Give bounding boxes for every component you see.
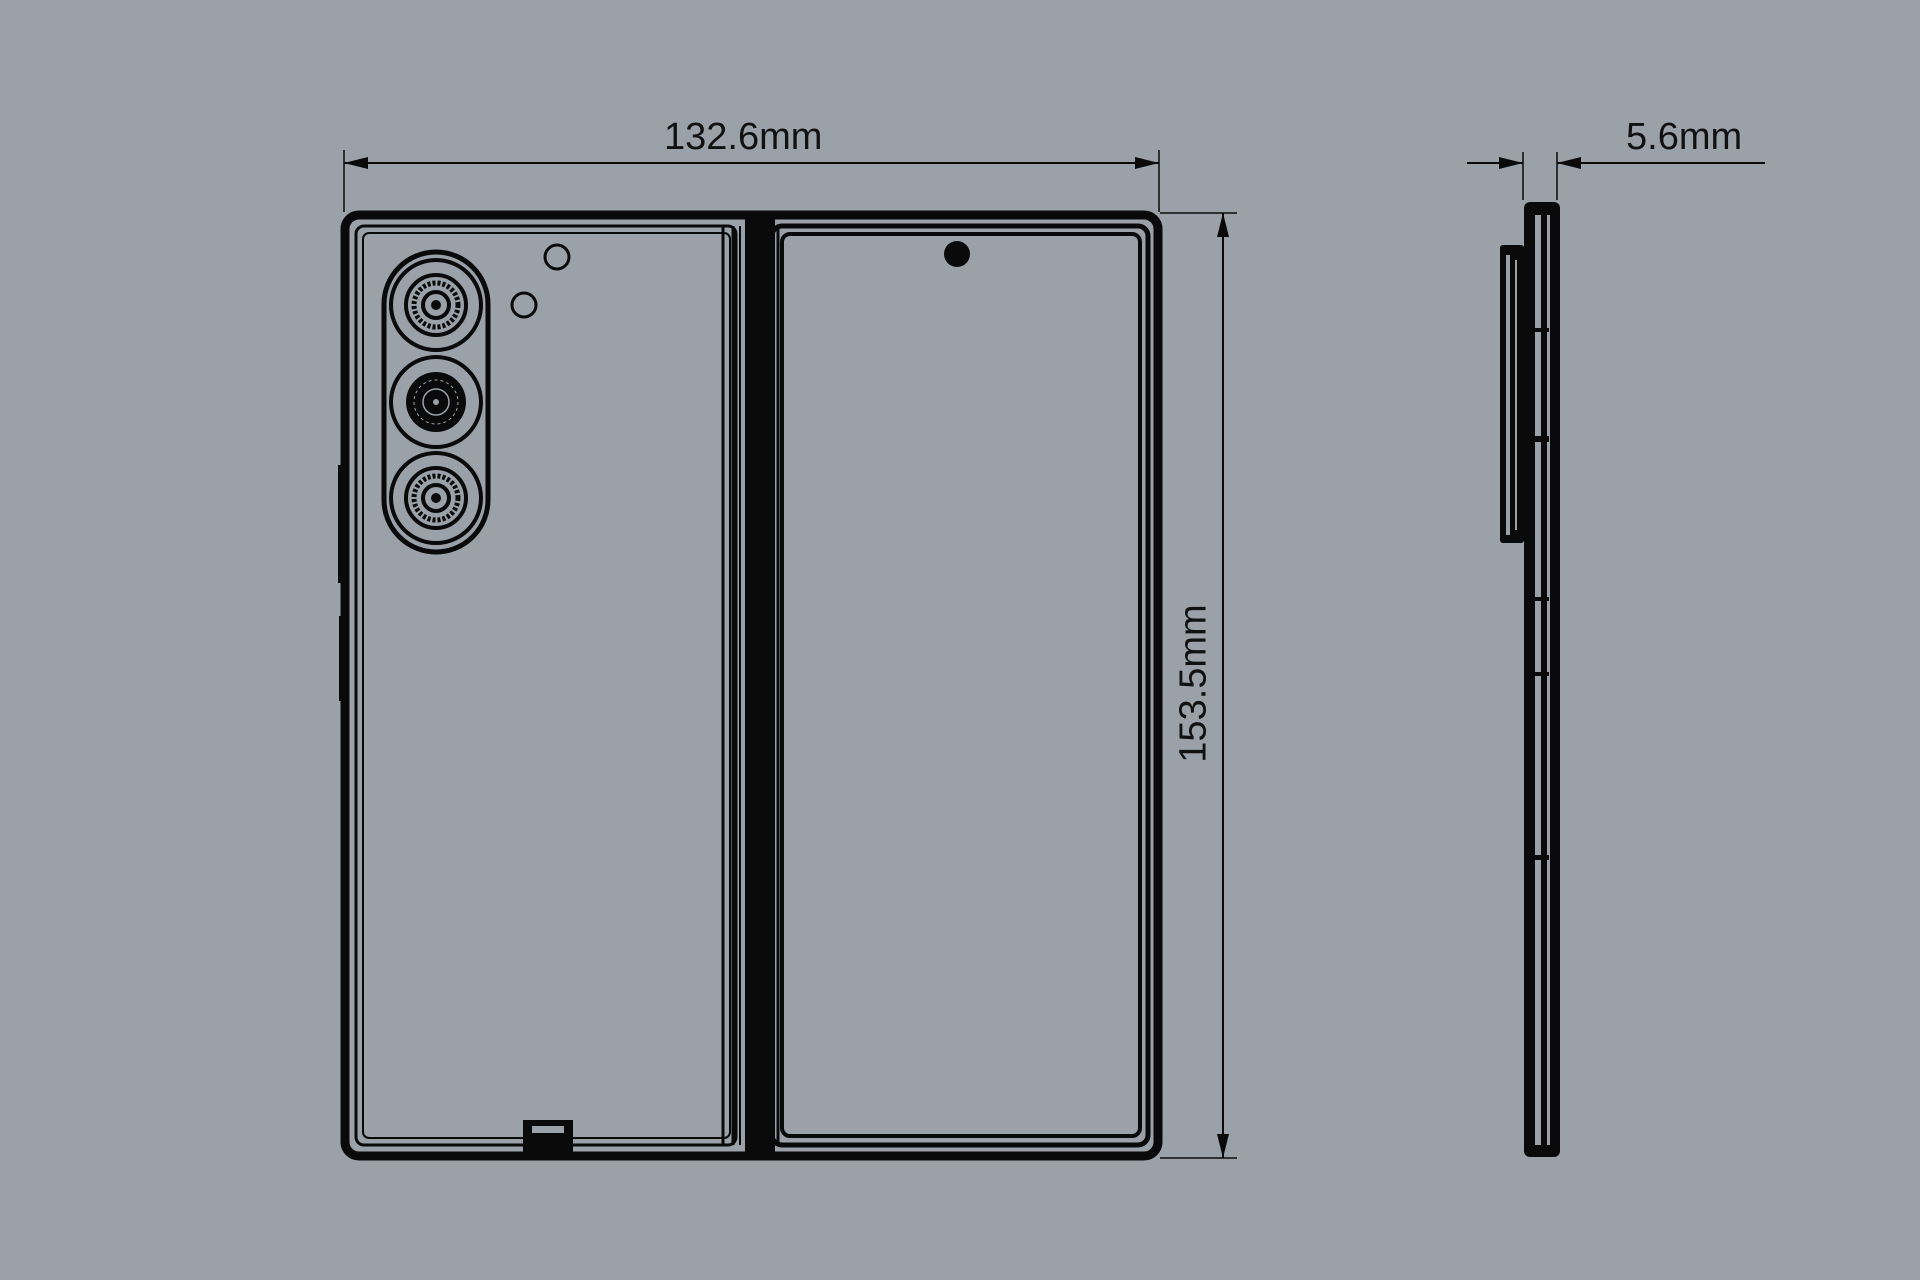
width-dimension-label: 132.6mm	[664, 116, 823, 158]
phone-unfolded	[338, 210, 1163, 1161]
thickness-dimension	[1467, 152, 1765, 200]
power-button	[339, 616, 344, 701]
flash-icon	[543, 243, 571, 271]
bottom-port	[523, 1120, 573, 1152]
sensor-icon	[510, 291, 538, 319]
volume-button	[338, 465, 344, 583]
camera-lens-1	[389, 258, 483, 352]
thickness-dimension-label: 5.6mm	[1626, 116, 1743, 158]
camera-lens-2	[389, 355, 483, 449]
camera-module	[381, 249, 491, 555]
width-dimension	[343, 150, 1160, 212]
height-dimension	[1160, 212, 1237, 1159]
side-camera-bump	[1500, 245, 1524, 543]
height-dimension-label: 153.5mm	[1172, 604, 1215, 763]
camera-lens-3	[389, 451, 483, 545]
phone-side-profile	[1500, 202, 1560, 1157]
front-camera-icon	[944, 241, 970, 267]
